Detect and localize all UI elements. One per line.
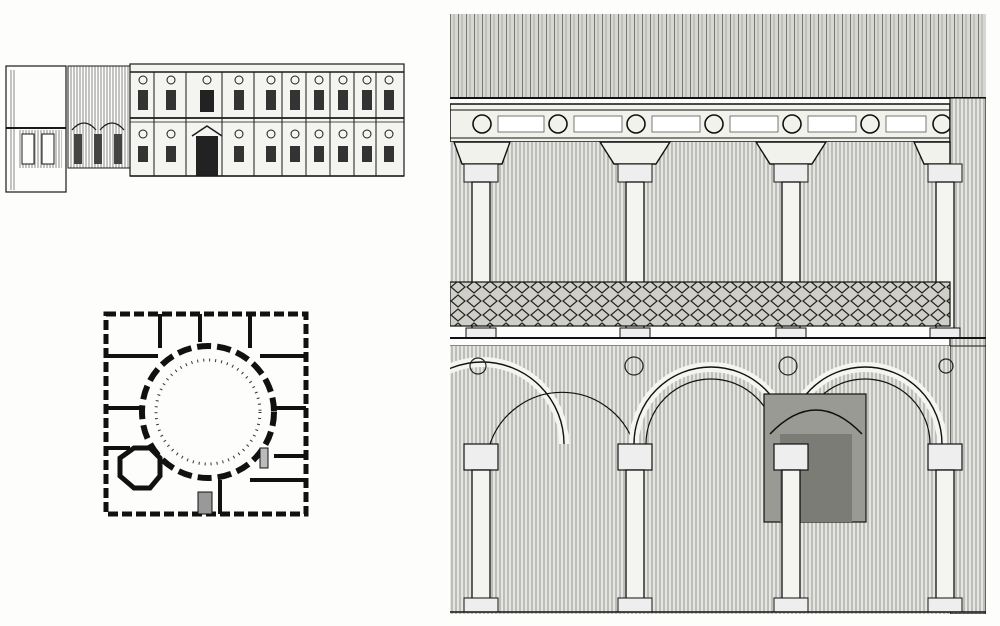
- ground-plan-svg: [103, 311, 309, 517]
- lower-column: [463, 443, 499, 613]
- courtyard-arcade-drawing: [450, 14, 986, 614]
- court-wall-ring: [139, 343, 277, 481]
- upper-medallions: [138, 75, 394, 85]
- main-portal: [191, 125, 223, 176]
- lower-windows: [138, 146, 394, 162]
- spandrel-ornaments: [469, 356, 954, 376]
- tiled-roof: [450, 14, 986, 98]
- upper-wall: [450, 142, 950, 282]
- octagonal-chapel: [117, 445, 163, 491]
- lower-wall: [450, 346, 950, 614]
- facade-elevation-svg: [5, 63, 405, 193]
- interior-walls: [106, 314, 306, 514]
- court-view: [67, 65, 131, 169]
- upper-windows: [138, 90, 394, 112]
- facade-elevation-drawing: [4, 60, 406, 198]
- facade: [129, 63, 405, 177]
- frieze: [450, 103, 952, 143]
- lower-column: [773, 443, 809, 613]
- section-cut: [5, 65, 67, 193]
- lower-columns: [463, 443, 963, 613]
- entrance-vestibule: [197, 491, 213, 515]
- frieze-rosettes: [472, 114, 952, 134]
- ground-plan-drawing: [100, 308, 314, 520]
- stair: [259, 447, 269, 469]
- lower-oculi: [138, 129, 394, 139]
- frieze-panels: [497, 115, 927, 133]
- upper-brackets: [453, 141, 951, 165]
- parapet-band: [450, 281, 951, 327]
- pilasters: [153, 72, 377, 176]
- court-colonnade: [154, 358, 262, 466]
- lower-column: [617, 443, 653, 613]
- courtyard-arcade-svg: [450, 14, 986, 614]
